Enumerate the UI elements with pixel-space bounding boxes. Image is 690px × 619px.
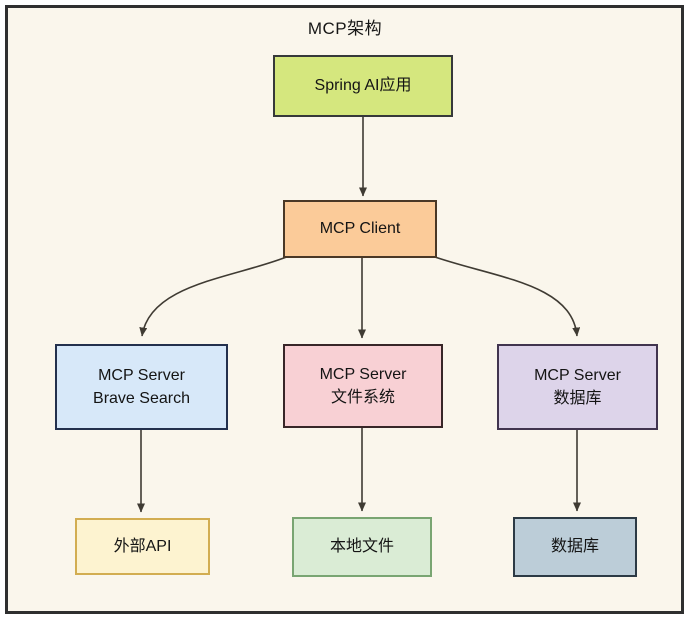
node-external-api-label: 外部API xyxy=(113,537,172,555)
node-mcp-server-brave-search-label: MCP Server Brave Search xyxy=(93,366,190,407)
node-mcp-server-database: MCP Server 数据库 xyxy=(497,344,658,430)
node-local-files: 本地文件 xyxy=(292,517,432,577)
node-database-label: 数据库 xyxy=(550,538,599,556)
node-mcp-server-filesystem: MCP Server 文件系统 xyxy=(283,344,443,428)
node-database: 数据库 xyxy=(513,517,637,577)
node-external-api: 外部API xyxy=(75,518,210,575)
node-mcp-client-label: MCP Client xyxy=(319,220,401,238)
node-spring-ai-app-label: Spring AI应用 xyxy=(314,77,412,95)
diagram-title: MCP架构 xyxy=(307,19,383,38)
node-mcp-server-database-label: MCP Server 数据库 xyxy=(534,366,621,407)
node-local-files-label: 本地文件 xyxy=(329,538,394,556)
node-mcp-server-filesystem-label: MCP Server 文件系统 xyxy=(319,365,407,406)
node-mcp-client: MCP Client xyxy=(283,200,437,258)
node-mcp-server-brave-search: MCP Server Brave Search xyxy=(55,344,228,430)
node-spring-ai-app: Spring AI应用 xyxy=(273,55,453,117)
